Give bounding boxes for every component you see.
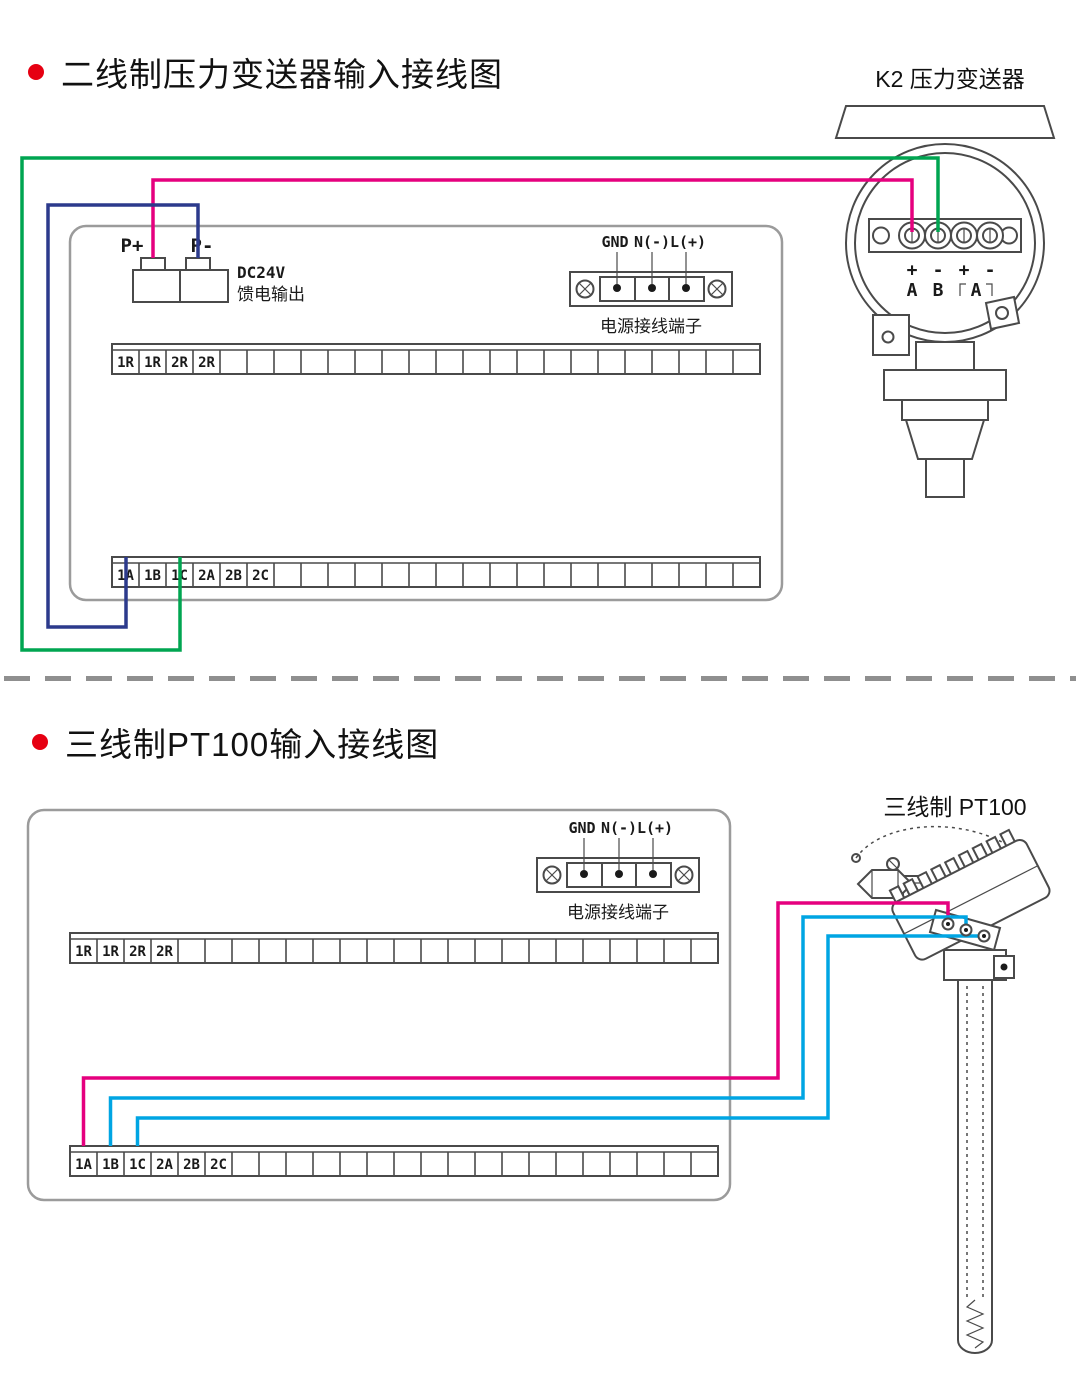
svg-text:-: - bbox=[933, 260, 944, 281]
power-terminal-caption: 电源接线端子 bbox=[600, 317, 702, 336]
wire-cyan-rtd-b bbox=[108, 915, 968, 1146]
p-plus-label: P+ bbox=[121, 235, 144, 257]
svg-text:2R: 2R bbox=[156, 944, 173, 960]
screw-icon bbox=[542, 865, 562, 885]
p-minus-label: P- bbox=[191, 235, 214, 257]
pt100-head-terminals bbox=[941, 917, 991, 943]
svg-text:1A: 1A bbox=[75, 1157, 92, 1173]
bullet-icon bbox=[28, 64, 44, 80]
neutral-label: N(-) bbox=[634, 233, 670, 251]
section1-title-text: 二线制压力变送器输入接线图 bbox=[61, 56, 503, 93]
wire-pink-rtd-a bbox=[81, 901, 950, 1146]
terminal-strip-top-2: 1R 1R 2R 2R bbox=[69, 932, 719, 964]
svg-text:1R: 1R bbox=[144, 355, 161, 371]
screw-icon bbox=[575, 279, 595, 299]
svg-text:2C: 2C bbox=[210, 1157, 227, 1173]
wire-cyan-rtd-c bbox=[135, 934, 984, 1146]
gnd-label: GND bbox=[568, 819, 595, 837]
section2-title-text: 三线制PT100输入接线图 bbox=[65, 726, 440, 763]
svg-text:2A: 2A bbox=[198, 568, 215, 584]
svg-text:A: A bbox=[971, 280, 982, 301]
svg-text:+: + bbox=[907, 260, 918, 281]
transmitter-label: K2 压力变送器 bbox=[875, 66, 1025, 92]
gnd-label: GND bbox=[601, 233, 628, 251]
svg-text:2A: 2A bbox=[156, 1157, 173, 1173]
screw-icon bbox=[707, 279, 727, 299]
svg-text:2B: 2B bbox=[225, 568, 242, 584]
power-terminal-1: GND N(-) L(+) 电源接线端子 bbox=[569, 233, 733, 336]
feed-terminal: P+ P- DC24V 馈电输出 bbox=[121, 235, 305, 304]
svg-text:2B: 2B bbox=[183, 1157, 200, 1173]
svg-text:-: - bbox=[985, 260, 996, 281]
screw-icon bbox=[674, 865, 694, 885]
terminal-strip-bottom-2: 1A 1B 1C 2A 2B 2C bbox=[69, 1145, 719, 1177]
bullet-icon bbox=[32, 734, 48, 750]
svg-text:2R: 2R bbox=[198, 355, 215, 371]
power-terminal-2: GND N(-) L(+) 电源接线端子 bbox=[536, 819, 700, 922]
svg-text:1R: 1R bbox=[102, 944, 119, 960]
device-box-2 bbox=[26, 808, 732, 1202]
svg-text:2C: 2C bbox=[252, 568, 269, 584]
section-divider bbox=[4, 676, 1076, 681]
svg-text:1B: 1B bbox=[144, 568, 161, 584]
line-label: L(+) bbox=[637, 819, 673, 837]
pt100-label: 三线制 PT100 bbox=[883, 794, 1027, 820]
svg-text:1R: 1R bbox=[117, 355, 134, 371]
wire-navy-signal bbox=[46, 203, 200, 629]
pressure-transmitter: + - + - A B A bbox=[834, 105, 1056, 498]
svg-text:1R: 1R bbox=[75, 944, 92, 960]
svg-text:1C: 1C bbox=[129, 1157, 146, 1173]
dc24v-label: DC24V bbox=[237, 263, 286, 282]
svg-text:1B: 1B bbox=[102, 1157, 119, 1173]
feed-output-label: 馈电输出 bbox=[237, 285, 305, 304]
power-terminal-caption: 电源接线端子 bbox=[567, 903, 669, 922]
svg-text:B: B bbox=[933, 280, 944, 301]
line-label: L(+) bbox=[670, 233, 706, 251]
terminal-strip-top-1: 1R 1R 2R 2R bbox=[111, 343, 761, 375]
svg-text:2R: 2R bbox=[129, 944, 146, 960]
svg-text:+: + bbox=[959, 260, 970, 281]
neutral-label: N(-) bbox=[601, 819, 637, 837]
section2-title: 三线制PT100输入接线图 bbox=[32, 718, 439, 766]
wire-pink-supply bbox=[151, 178, 914, 258]
svg-text:2R: 2R bbox=[171, 355, 188, 371]
device-box-1 bbox=[68, 224, 784, 602]
svg-text:A: A bbox=[907, 280, 918, 301]
section1-title: 二线制压力变送器输入接线图 bbox=[28, 48, 503, 96]
wire-green-return bbox=[20, 156, 940, 652]
